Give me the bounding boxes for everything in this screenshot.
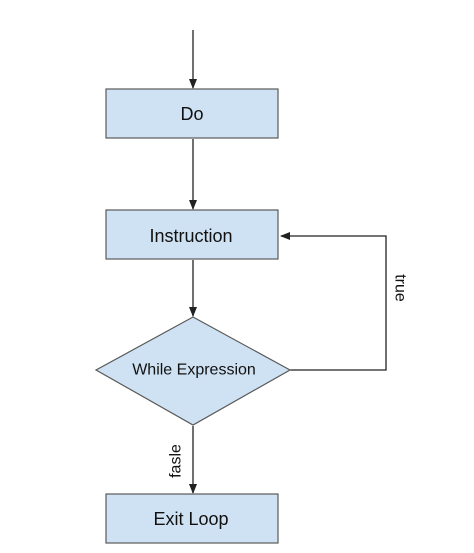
- exit-label: Exit Loop: [153, 509, 228, 529]
- true-edge-label: true: [392, 274, 409, 302]
- instruction-node: Instruction: [105, 209, 279, 260]
- exit-node: Exit Loop: [105, 493, 279, 544]
- instruction-box: [105, 209, 279, 260]
- instruction-label: Instruction: [149, 226, 232, 246]
- do-node: Do: [105, 88, 279, 139]
- condition-node: While Expression: [94, 316, 292, 426]
- true-loop-arrow: [280, 232, 387, 371]
- condition-label: While Expression: [132, 362, 256, 379]
- condition-diamond: [94, 316, 292, 426]
- false-edge-label: fasle: [168, 444, 185, 478]
- exit-box: [105, 493, 279, 544]
- do-box: [105, 88, 279, 139]
- do-label: Do: [180, 104, 203, 124]
